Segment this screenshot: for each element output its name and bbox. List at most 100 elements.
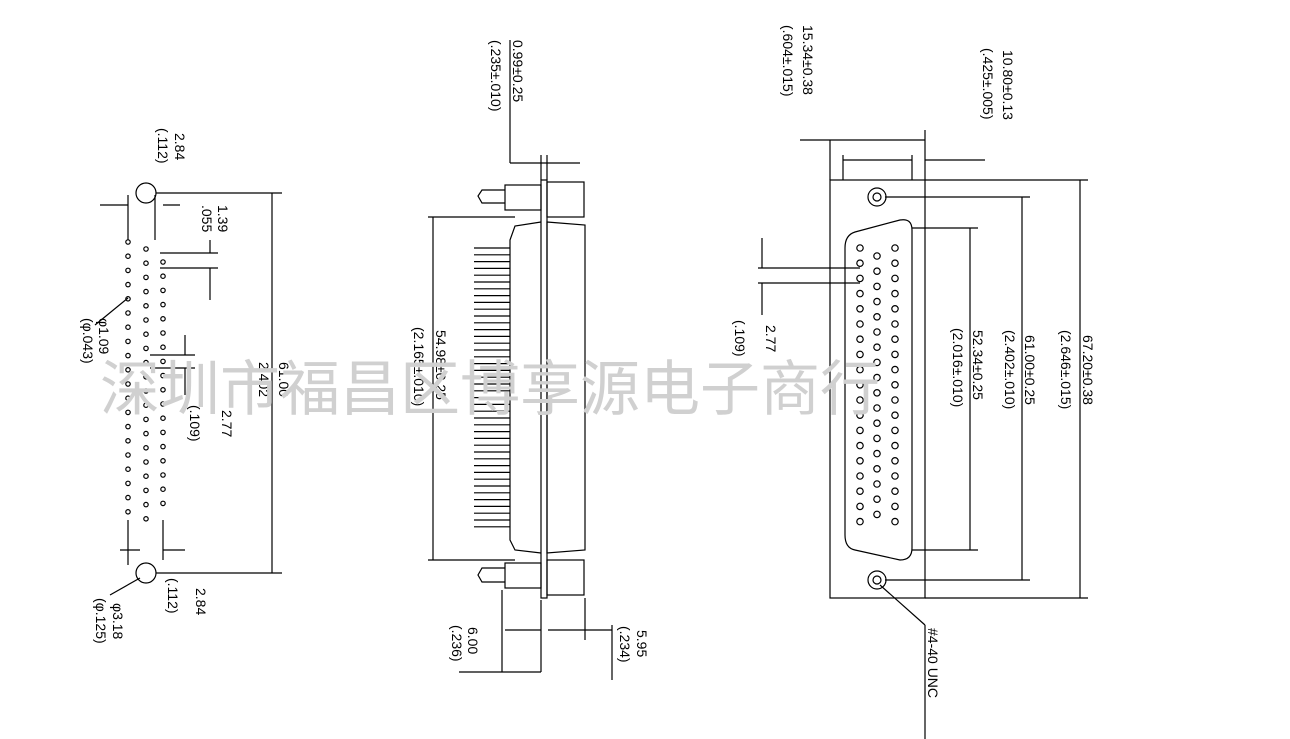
right-pin [873,297,881,306]
dim-phi109-mm: φ1.09 [96,318,112,355]
dim-5498-in: (2.165±.010) [411,327,427,406]
dim-phi109-in: (φ.043) [80,318,96,364]
left-pin [160,486,166,493]
dim-1534-in: (.604±.015) [780,25,796,97]
left-pin [160,415,166,422]
right-pin [856,487,864,496]
screw-thread-label: #4-40 UNC [925,628,941,698]
left-pin [125,508,131,515]
front-shell [509,221,542,554]
right-pin [891,411,899,420]
left-pin [125,310,131,316]
right-pin [873,419,881,428]
left-pin [143,459,149,465]
left-pin [143,359,149,366]
dim-595-mm: 5.95 [634,630,650,657]
dim-5234-in: (2.016±.010) [950,328,966,407]
right-view [758,130,1088,739]
boss-top [504,184,542,211]
right-pin [856,320,864,328]
right-dim-labels: 15.34±0.38 (.604±.015) 10.80±0.13 (.425±… [732,25,1096,698]
left-pin [143,444,149,451]
screw-top-inner [872,192,882,202]
right-pin [856,411,864,420]
middle-view [428,40,613,680]
right-pin [856,289,864,298]
screw-bottom-outer [867,570,887,590]
dim-1080-in: (.425±.005) [980,48,996,120]
right-pin [891,487,899,496]
boss-bottom [504,562,542,589]
dim-277-right-mm: 2.77 [763,325,779,352]
left-pin [125,409,131,416]
right-pin [891,289,899,298]
left-pin [143,473,149,480]
left-pin [125,494,131,501]
left-pin [160,344,166,351]
left-pin [125,295,131,302]
dim-284-bot-in: (.112) [165,578,181,614]
right-pin [856,335,864,344]
left-pin [160,259,166,265]
right-pin [891,259,899,268]
dim-6100-right-mm: 61.00±0.25 [1022,335,1038,405]
left-pin [160,401,166,407]
left-pin [143,288,149,295]
right-pin [873,388,881,397]
screw-top-outer [867,187,887,207]
right-pin [856,396,864,404]
screw-bottom-inner [872,575,882,585]
left-pin [143,302,149,309]
left-pin [125,338,131,345]
right-pin [891,502,899,511]
right-pin [873,464,881,473]
left-pin [160,358,166,365]
right-pin [856,244,864,252]
left-pin [125,381,131,387]
left-pin [125,324,131,331]
dim-600-in: (.236) [449,625,465,662]
left-pin [143,402,149,409]
right-pin [891,517,899,526]
dim-5498-mm: 54.98±0.25 [433,330,449,400]
dim-139-in: .055 [199,205,215,232]
middle-dim-labels: 0.99±0.25 (.235±.010) 54.98±0.25 (2.165±… [411,40,650,663]
dim-284-bot-mm: 2.84 [193,588,209,615]
dim-phi318-mm: φ3.18 [110,603,126,640]
left-pin [125,437,131,444]
right-pin [856,365,864,374]
outer-flange [829,179,926,599]
right-pin [891,244,899,252]
right-pin [891,441,899,450]
screw-post-bottom [546,559,585,596]
left-pin [125,281,131,288]
right-pin [856,456,864,465]
left-pin-grid [125,239,166,522]
right-pin-grid [856,244,899,526]
back-shell [546,221,586,554]
left-pin [160,429,166,436]
left-pin [125,253,131,260]
right-pin [891,335,899,344]
left-pin [143,430,149,437]
right-pin [856,502,864,511]
right-pin [856,426,864,435]
right-pin [856,350,864,359]
right-pin [891,426,899,435]
right-pin [891,456,899,465]
screw-post-top [546,181,585,218]
mount-hole-bottom [135,562,157,584]
left-pin [143,515,149,522]
dim-595-in: (.234) [617,626,633,663]
dim-6100-right-in: (2.402±.010) [1002,330,1018,409]
right-pin [856,259,864,268]
right-pin [856,304,864,313]
left-pin [143,274,149,281]
left-pin [125,366,131,373]
dim-099-mm: 0.99±0.25 [510,40,526,102]
right-pin [873,373,881,382]
right-pin [873,282,881,291]
right-pin [873,480,881,488]
left-pin [125,267,131,274]
